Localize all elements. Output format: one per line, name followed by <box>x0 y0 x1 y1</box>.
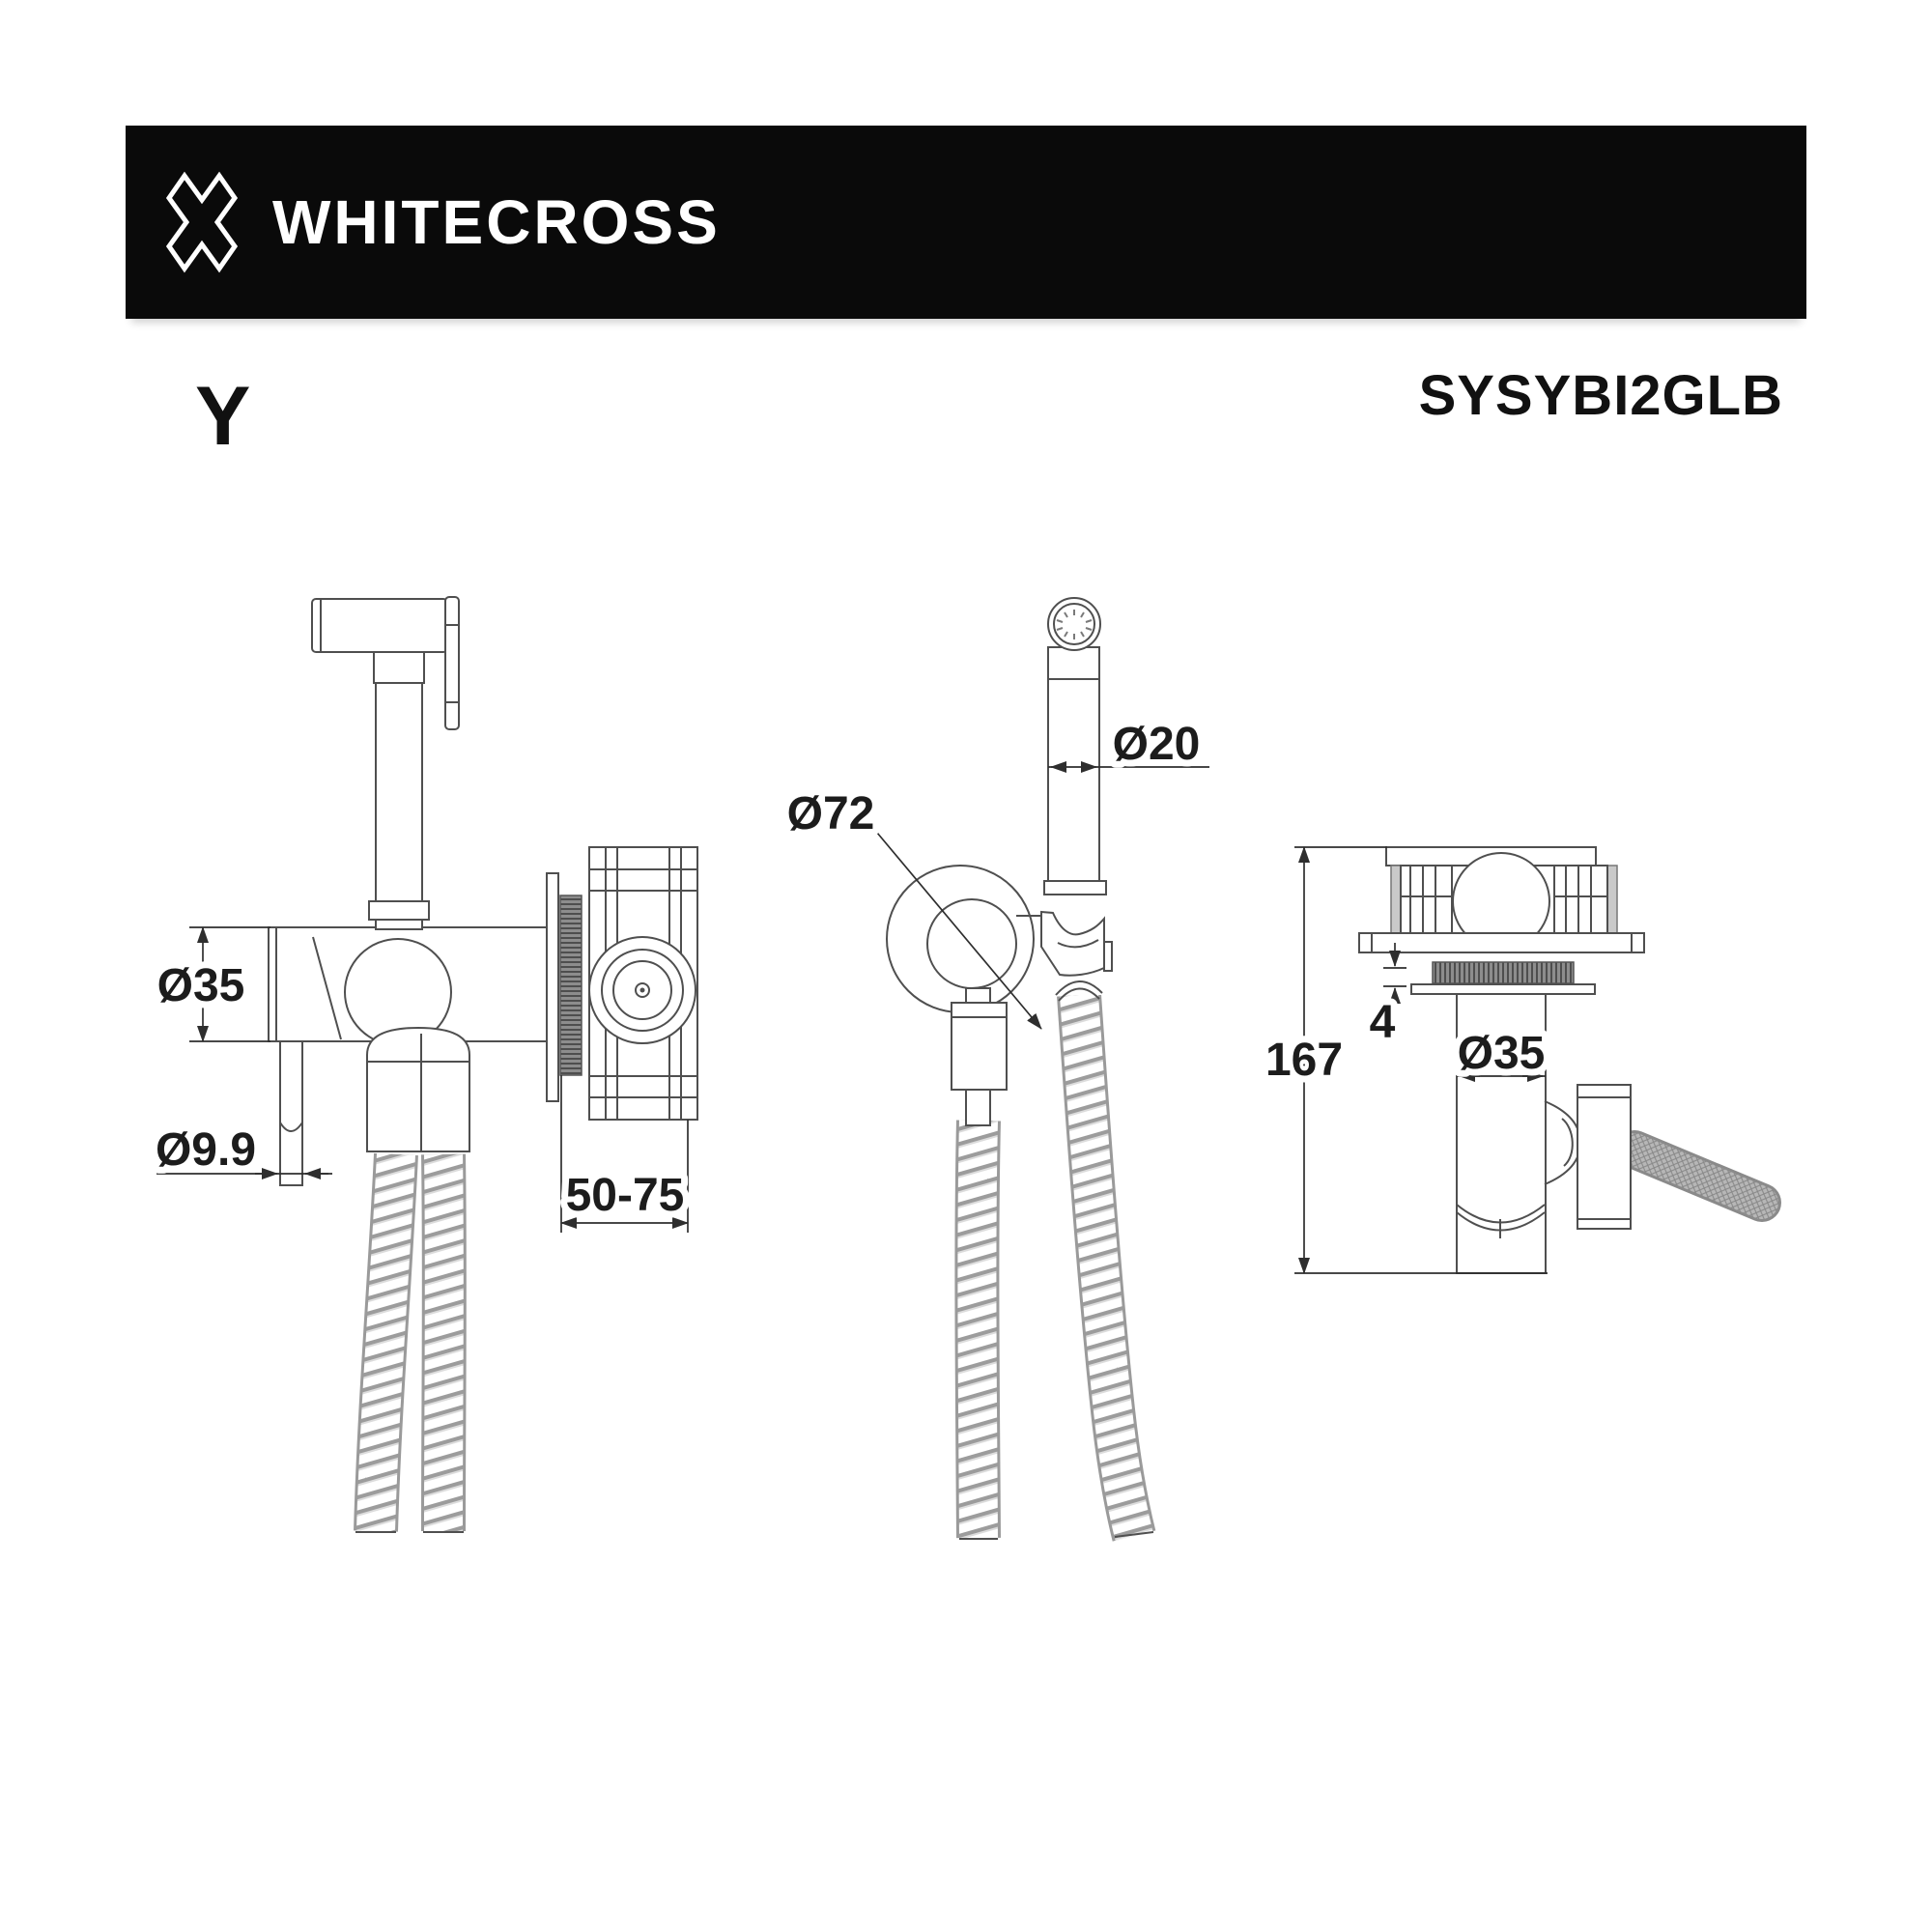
dim-side-mounting-depth: 50-75 <box>559 1075 691 1233</box>
wall-hatch-side <box>559 895 582 1076</box>
concealed-valve-box <box>588 846 698 1121</box>
escutcheon-outer <box>886 865 1035 1013</box>
shower-hose-side <box>354 1152 467 1533</box>
dim-profile-body-diameter: Ø35 <box>1451 1021 1552 1086</box>
dim-label-profile-total-height: 167 <box>1265 1035 1343 1086</box>
dim-label-profile-body-diameter: Ø35 <box>1458 1028 1546 1079</box>
lever-handle <box>1615 1130 1781 1222</box>
dim-label-side-tube-diameter: Ø35 <box>157 960 245 1011</box>
sprayer-side <box>311 596 460 930</box>
dim-side-outlet-diameter: Ø9.9 <box>149 1118 332 1182</box>
dim-label-front-wand-diameter: Ø20 <box>1113 719 1201 770</box>
shower-hose-front-right <box>1057 993 1156 1542</box>
model-code: SYSYBI2GLB <box>1418 364 1783 427</box>
dim-label-profile-plate-thickness: 4 <box>1370 997 1396 1048</box>
profile-view-drawing: 167 4 Ø35 <box>1259 846 1781 1274</box>
nozzle-holes <box>1056 610 1093 639</box>
series-label: Y <box>195 370 251 463</box>
valve-hub <box>1544 1100 1582 1185</box>
rough-in-body <box>1358 846 1645 953</box>
brand-name: WHITECROSS <box>272 187 721 257</box>
wall-hatch-profile <box>1432 961 1575 984</box>
dim-front-wand-diameter: Ø20 <box>1048 712 1209 777</box>
brand-logo-icon <box>165 171 239 273</box>
wall-connector-front <box>951 987 1008 1126</box>
sprayer-front <box>1043 597 1107 895</box>
dim-label-side-outlet-diameter: Ø9.9 <box>156 1124 256 1176</box>
front-view-drawing: Ø72 Ø20 <box>781 597 1209 1542</box>
dim-label-front-escutcheon-diameter: Ø72 <box>787 788 875 839</box>
lever-bracket <box>1577 1084 1632 1230</box>
holder-cup-front <box>1040 910 1113 977</box>
escutcheon-inner <box>926 898 1017 989</box>
wall-plate-side <box>546 872 559 1102</box>
dim-side-tube-diameter: Ø35 <box>151 926 270 1042</box>
outlet-pipe <box>279 1040 303 1186</box>
brand-banner: WHITECROSS <box>126 126 1806 319</box>
dim-label-side-mounting-depth: 50-75 <box>566 1170 685 1221</box>
dim-front-escutcheon-diameter: Ø72 <box>781 781 1042 1030</box>
hose-connector-side <box>366 1026 470 1152</box>
side-view-drawing: Ø35 Ø9.9 50-75 <box>149 596 698 1533</box>
trim-plate-profile <box>1410 983 1596 995</box>
shower-hose-front-left <box>954 1120 1001 1540</box>
dim-profile-total-height: 167 <box>1259 846 1548 1274</box>
dim-profile-plate-thickness: 4 <box>1363 943 1406 1055</box>
